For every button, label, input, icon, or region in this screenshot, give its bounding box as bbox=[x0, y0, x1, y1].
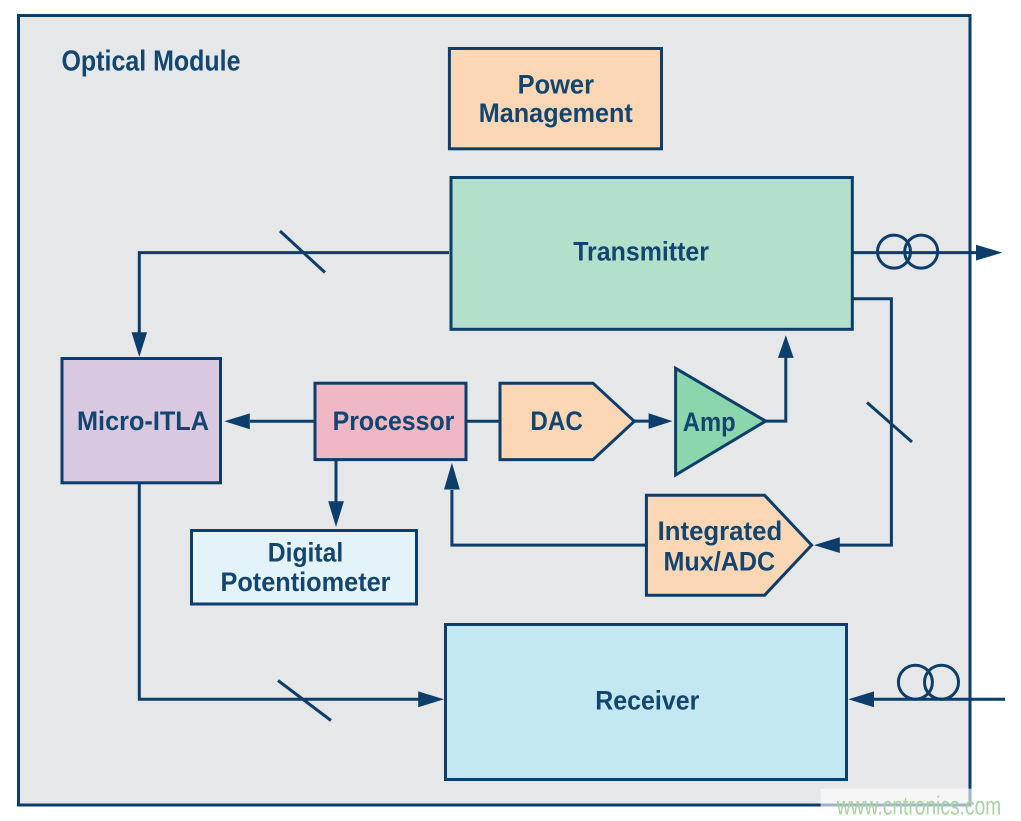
svg-text:Digital: Digital bbox=[268, 538, 344, 568]
svg-text:Integrated: Integrated bbox=[658, 516, 783, 546]
svg-text:Transmitter: Transmitter bbox=[573, 236, 709, 266]
svg-text:Micro-ITLA: Micro-ITLA bbox=[77, 406, 209, 436]
svg-text:Power: Power bbox=[518, 70, 595, 100]
svg-text:Amp: Amp bbox=[683, 407, 736, 437]
svg-text:Processor: Processor bbox=[333, 406, 455, 436]
svg-text:Optical Module: Optical Module bbox=[62, 46, 241, 78]
svg-text:Mux/ADC: Mux/ADC bbox=[664, 547, 776, 577]
svg-text:Receiver: Receiver bbox=[595, 686, 699, 716]
svg-text:Management: Management bbox=[479, 98, 633, 128]
svg-text:www.cntronics.com: www.cntronics.com bbox=[836, 791, 1001, 821]
svg-text:Potentiometer: Potentiometer bbox=[220, 567, 391, 597]
svg-text:DAC: DAC bbox=[530, 406, 583, 436]
